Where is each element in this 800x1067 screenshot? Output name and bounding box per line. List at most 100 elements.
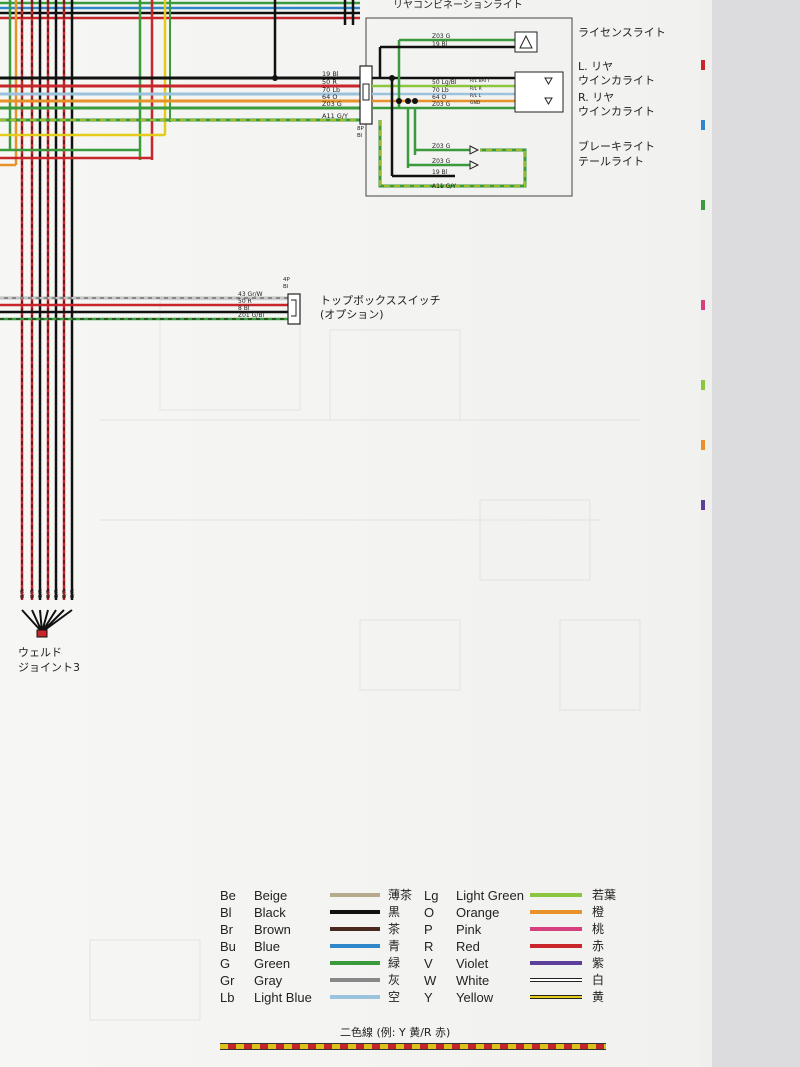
legend-name: Orange [456, 905, 500, 920]
legend-code: Be [220, 888, 236, 903]
wire-label: 64 O [432, 94, 447, 101]
legend-swatch [330, 893, 380, 897]
main-wires [0, 75, 360, 122]
topbox-wires [0, 296, 288, 321]
legend-kanji: 黄 [592, 990, 605, 1004]
legend-swatch [530, 927, 582, 931]
legend-swatch [530, 978, 582, 982]
wire-label: 19 Bl [432, 41, 448, 48]
legend-swatch [330, 961, 380, 965]
legend-code: P [424, 922, 433, 937]
wire-label: Z01 G/Bl [238, 312, 264, 319]
page-edge [700, 0, 712, 1067]
pin-label: R/L R [470, 86, 482, 92]
legend-name: Pink [456, 922, 482, 937]
legend-code: Br [220, 922, 233, 937]
legend-kanji: 若葉 [592, 888, 617, 902]
legend-code: Y [424, 990, 433, 1005]
legend-name: Light Green [456, 888, 524, 903]
legend-swatch [330, 944, 380, 948]
wire-label: A11 G/Y [322, 112, 348, 120]
legend-code: O [424, 905, 435, 920]
legend-swatch [330, 995, 380, 999]
wire-label: 19 Bl [322, 70, 339, 78]
legend-kanji: 薄茶 [388, 888, 413, 902]
legend-name: Black [254, 905, 286, 920]
wire-label: 70 Lb [432, 87, 449, 94]
two-color-note: 二色線 (例: Y 黄/R 赤) [340, 1026, 451, 1039]
legend-code: W [424, 973, 437, 988]
joint-wire-labels: B/R B/R B/R B/R B/R B/R B/R [20, 589, 76, 598]
top-bus [0, 1, 360, 20]
pin-label: GND [470, 100, 481, 106]
inner-wires [372, 38, 527, 188]
legend-code: Lg [424, 888, 439, 903]
wire-label: B/R [38, 589, 44, 598]
legend-kanji: 茶 [388, 922, 401, 936]
wire-label: 8 Bl [238, 305, 250, 312]
legend-code: R [424, 939, 434, 954]
connector-8p-color: Bl [357, 133, 363, 139]
legend-kanji: 空 [388, 990, 401, 1004]
winker-module: R/L BATT R/L R R/L L GND [470, 71, 564, 113]
legend-name: Green [254, 956, 291, 971]
r-rear-winker-label: R. リヤ [578, 91, 614, 104]
legend-swatch [330, 978, 380, 982]
wire-label: Z03 G [432, 101, 451, 108]
manual-page [0, 0, 700, 1067]
weld-joint [21, 609, 73, 638]
legend-kanji: 青 [388, 939, 401, 953]
wire-label: 50 R [322, 78, 337, 86]
pin-label: R/L BATT [470, 78, 490, 84]
legend-swatch [530, 961, 582, 965]
legend-code: Lb [220, 990, 235, 1005]
wire-label: Z03 G [322, 100, 342, 108]
wire-label: A11 G/Y [432, 183, 456, 190]
legend-code: Bu [220, 939, 236, 954]
wire-label: Z03 G [432, 33, 451, 40]
wire-label: Z03 G [432, 143, 451, 150]
legend-swatch [330, 910, 380, 914]
topbox-optional-label: (オプション) [320, 308, 384, 321]
legend-swatch [330, 927, 380, 931]
legend-code: V [424, 956, 433, 971]
legend-kanji: 白 [592, 973, 605, 987]
legend-name: White [456, 973, 490, 988]
connector-4p-label: 4P [283, 277, 290, 283]
connector-8p [359, 65, 373, 125]
edge-color-tabs [701, 60, 705, 510]
legend-swatch [530, 910, 582, 914]
legend-kanji: 紫 [592, 956, 605, 970]
legend-kanji: 桃 [592, 922, 605, 936]
legend-kanji: 黒 [388, 905, 401, 919]
legend-code: Bl [220, 905, 232, 920]
wire-label: Z03 G [432, 158, 451, 165]
legend-swatch [530, 893, 582, 897]
legend-kanji: 緑 [388, 956, 401, 970]
wire-label: 43 Gr/W [238, 291, 263, 298]
topbox-switch-label: トップボックススイッチ [320, 294, 441, 307]
wire-label: B/R [20, 589, 26, 598]
connector-4p [287, 293, 301, 325]
legend-kanji: 灰 [388, 973, 401, 987]
legend-swatch [530, 944, 582, 948]
weld-joint-label: ウェルド [18, 646, 62, 659]
brake-tail-symbol [469, 145, 480, 170]
wire-label: B/R [62, 589, 68, 598]
wire-label: 70 Lb [322, 86, 340, 94]
wire-label: 50 Lg/Bl [432, 79, 457, 86]
bleed-through [89, 299, 641, 1021]
component-labels: ライセンスライト L. リヤ ウインカライト R. リヤ ウインカライト ブレー… [18, 26, 666, 674]
wire-label: 64 O [322, 93, 337, 101]
wire-label: 19 Bl [432, 169, 448, 176]
topbox-wire-labels: 43 Gr/W 50 R 8 Bl Z01 G/Bl [238, 291, 264, 319]
legend-name: Yellow [456, 990, 494, 1005]
wire-label: B/R [54, 589, 60, 598]
tail-light-label: テールライト [578, 155, 644, 168]
legend-name: Gray [254, 973, 283, 988]
wire-label: B/R [70, 589, 76, 598]
bundle-returns [0, 118, 170, 167]
two-color-sample [220, 1043, 606, 1050]
legend-code: G [220, 956, 231, 971]
main-wire-labels: 19 Bl 50 R 70 Lb 64 O Z03 G A11 G/Y [322, 70, 348, 120]
